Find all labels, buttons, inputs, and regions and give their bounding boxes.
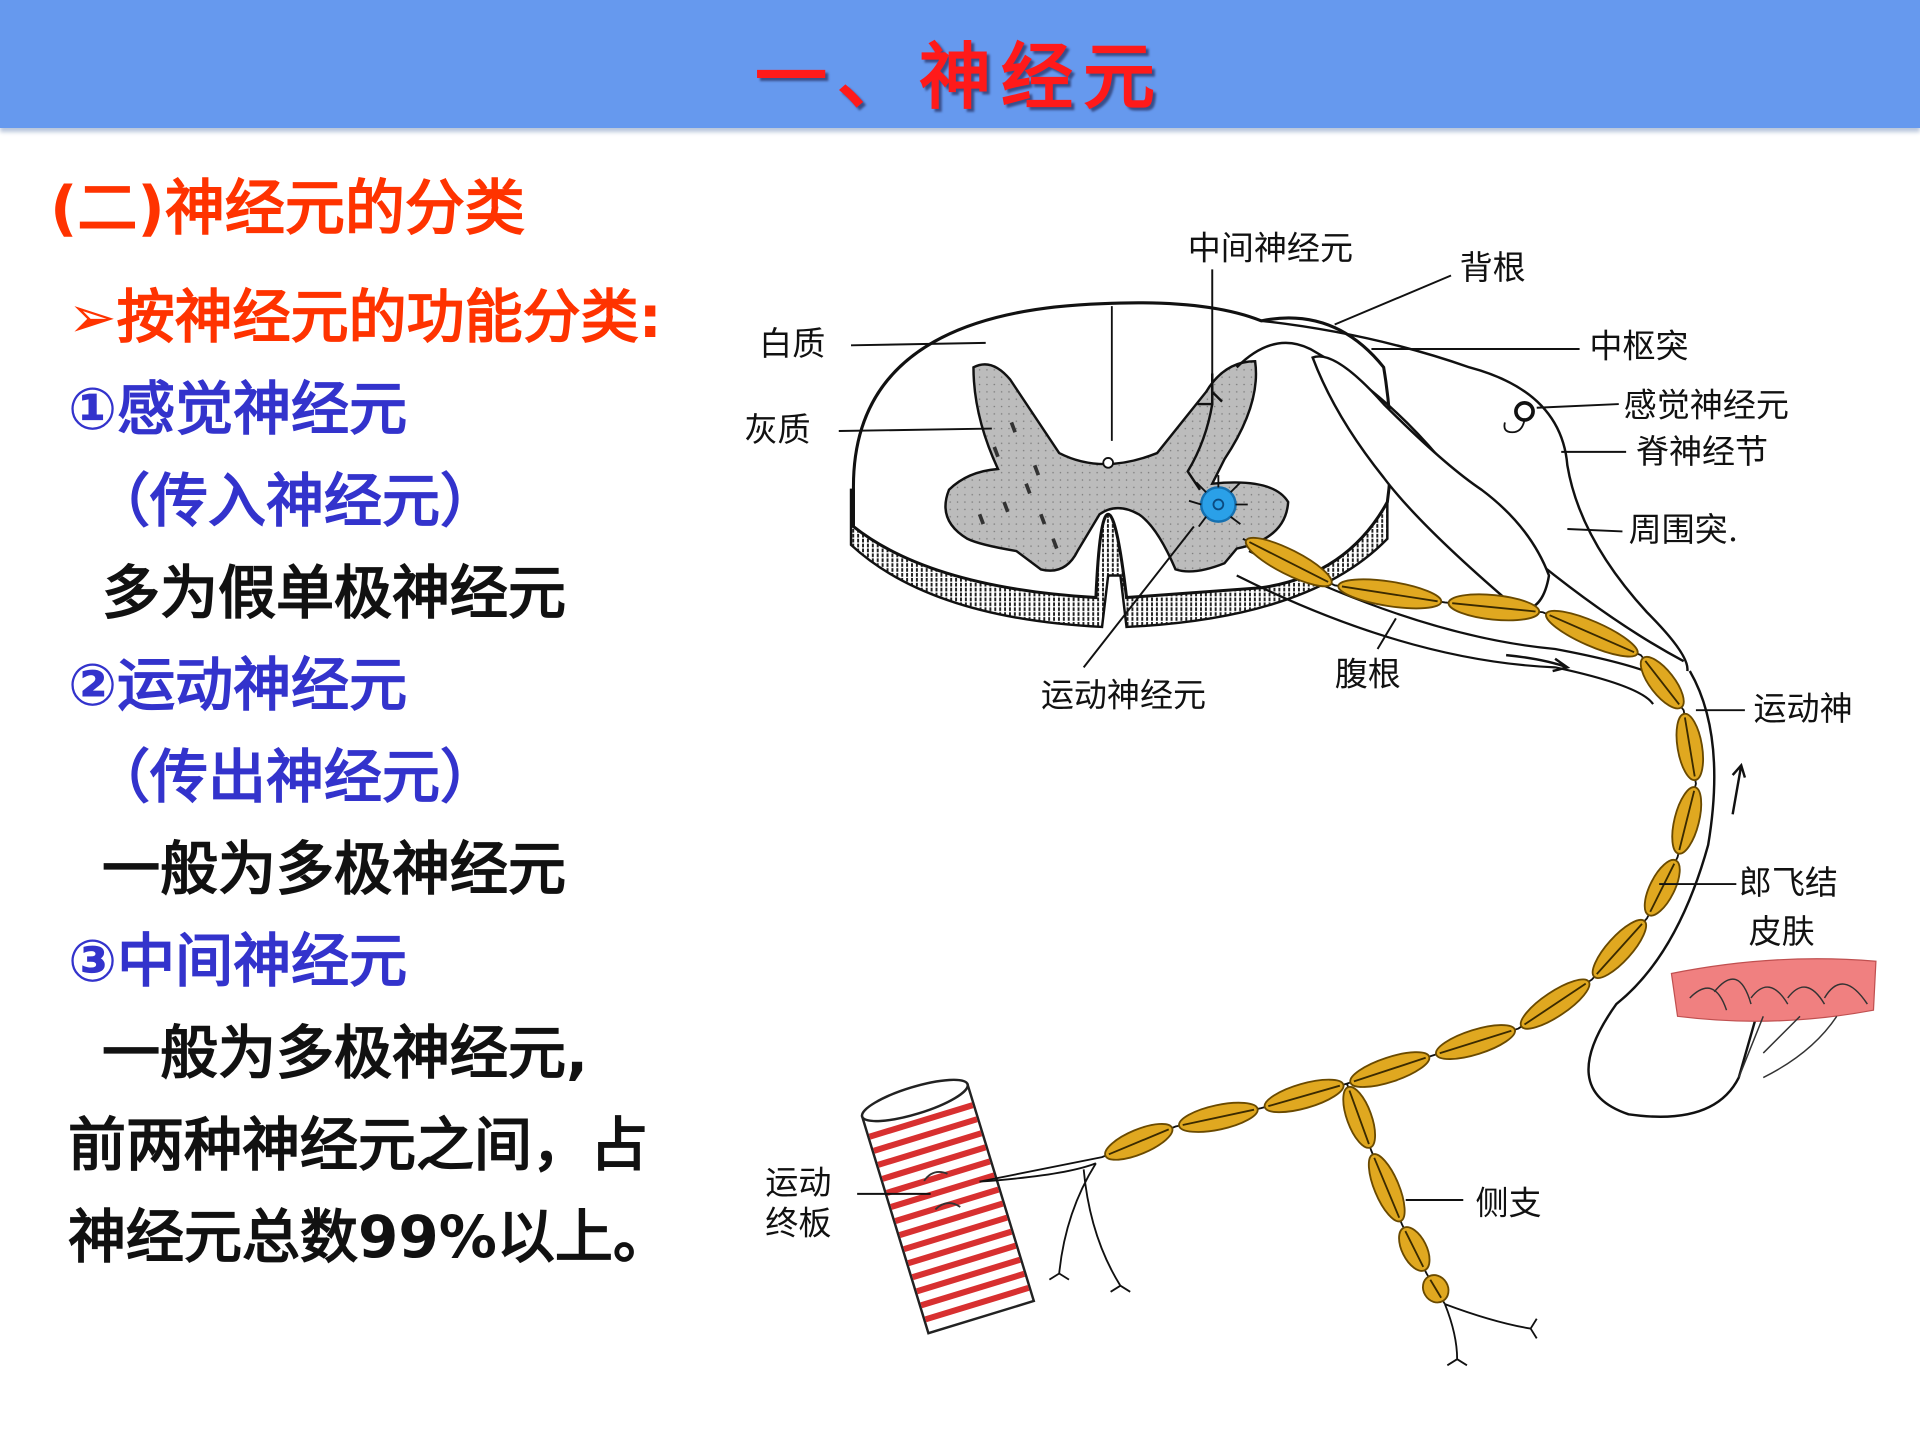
arrow-icon [1731, 762, 1747, 815]
label-collateral: 侧支 [1476, 1184, 1542, 1223]
myelin-segment [1398, 1226, 1431, 1272]
muscle-stripe [885, 1158, 991, 1196]
section-subtitle: (二)神经元的分类 [50, 174, 525, 244]
myelin-segment [1104, 1123, 1174, 1161]
myelin-segment [1447, 593, 1541, 622]
myelin-segment [1342, 1085, 1377, 1149]
muscle-stripe [920, 1270, 1026, 1309]
myelin-segment [1349, 1051, 1431, 1088]
title-bar: 一、神经元 [0, 0, 1920, 128]
myelin-segment [1178, 1101, 1259, 1133]
muscle-stripe [873, 1116, 978, 1154]
skin [1670, 958, 1877, 1079]
muscle-fiber [860, 1078, 1036, 1335]
muscle-stripe [915, 1256, 1021, 1295]
list-item: 前两种神经元之间，占 [68, 1111, 649, 1179]
motor-neuron-body [1188, 475, 1248, 528]
label-dorsal-root: 背根 [1460, 248, 1526, 287]
label-skin: 皮肤 [1749, 912, 1815, 951]
label-motor-end-plate: 运动 [765, 1163, 831, 1202]
list-item: 神经元总数99%以上。 [68, 1203, 671, 1271]
myelin-segment [1244, 536, 1333, 588]
list-item: ①感觉神经元 [68, 375, 408, 443]
label-interneuron: 中间神经元 [1188, 229, 1353, 268]
myelin-segment [1519, 978, 1591, 1030]
label-motor-end-plate: 终板 [765, 1203, 831, 1242]
myelin-segment [1639, 655, 1685, 710]
label-central-process: 中枢突 [1589, 327, 1688, 366]
label-spinal-ganglion: 脊神经节 [1636, 432, 1768, 471]
myelin-segment [1263, 1078, 1345, 1114]
myelin-segment [1675, 712, 1704, 782]
label-motor-nerve: 运动神 [1753, 689, 1852, 728]
myelin-segment [1643, 858, 1681, 917]
myelin-segment [1591, 919, 1647, 979]
myelin-segment [1367, 1153, 1406, 1223]
arrow-icon [1506, 653, 1571, 673]
page-title: 一、神经元 [754, 34, 1165, 119]
myelin-segment [1545, 609, 1639, 658]
list-item: （传出神经元） [92, 743, 499, 811]
myelin-segment [1671, 786, 1703, 855]
list-item: ③中间神经元 [68, 927, 408, 995]
muscle-stripe [894, 1186, 1000, 1224]
muscle-stripe [924, 1284, 1030, 1323]
label-gray-matter: 灰质 [744, 410, 810, 449]
motor-axon [979, 536, 1704, 1305]
muscle-stripe [911, 1242, 1017, 1281]
myelin-segment [1435, 1024, 1516, 1060]
muscle-stripe [907, 1228, 1013, 1267]
dorsal-root-ganglion [1235, 319, 1689, 672]
terminal-branches [979, 1162, 1538, 1367]
muscle-stripe [903, 1214, 1008, 1253]
list-item: 一般为多极神经元, [102, 1019, 589, 1087]
label-motor-neuron: 运动神经元 [1041, 676, 1206, 715]
list-item: 多为假单极神经元 [102, 559, 567, 627]
label-ventral-root: 腹根 [1335, 655, 1401, 694]
myelin-segment [1422, 1274, 1450, 1304]
muscle-stripe [881, 1144, 987, 1182]
list-item: 一般为多极神经元 [102, 835, 567, 903]
muscle-stripe [868, 1102, 974, 1140]
myelin-segment [1337, 578, 1443, 610]
classification-heading: ➢按神经元的功能分类: [68, 283, 662, 351]
leader-lines [838, 269, 1745, 1201]
list-item: （传入神经元） [92, 467, 499, 535]
sensory-neuron-body [1514, 401, 1535, 422]
label-node-of-ranvier: 郎飞结 [1739, 863, 1838, 902]
label-sensory-neuron: 感觉神经元 [1624, 385, 1789, 424]
muscle-stripe [877, 1130, 983, 1168]
muscle-stripe [890, 1172, 996, 1210]
gray-matter [944, 359, 1290, 573]
label-white-matter: 白质 [759, 324, 825, 363]
label-peripheral-process: 周围突. [1629, 510, 1739, 549]
muscle-stripe [898, 1200, 1004, 1239]
list-item: ②运动神经元 [68, 651, 408, 719]
